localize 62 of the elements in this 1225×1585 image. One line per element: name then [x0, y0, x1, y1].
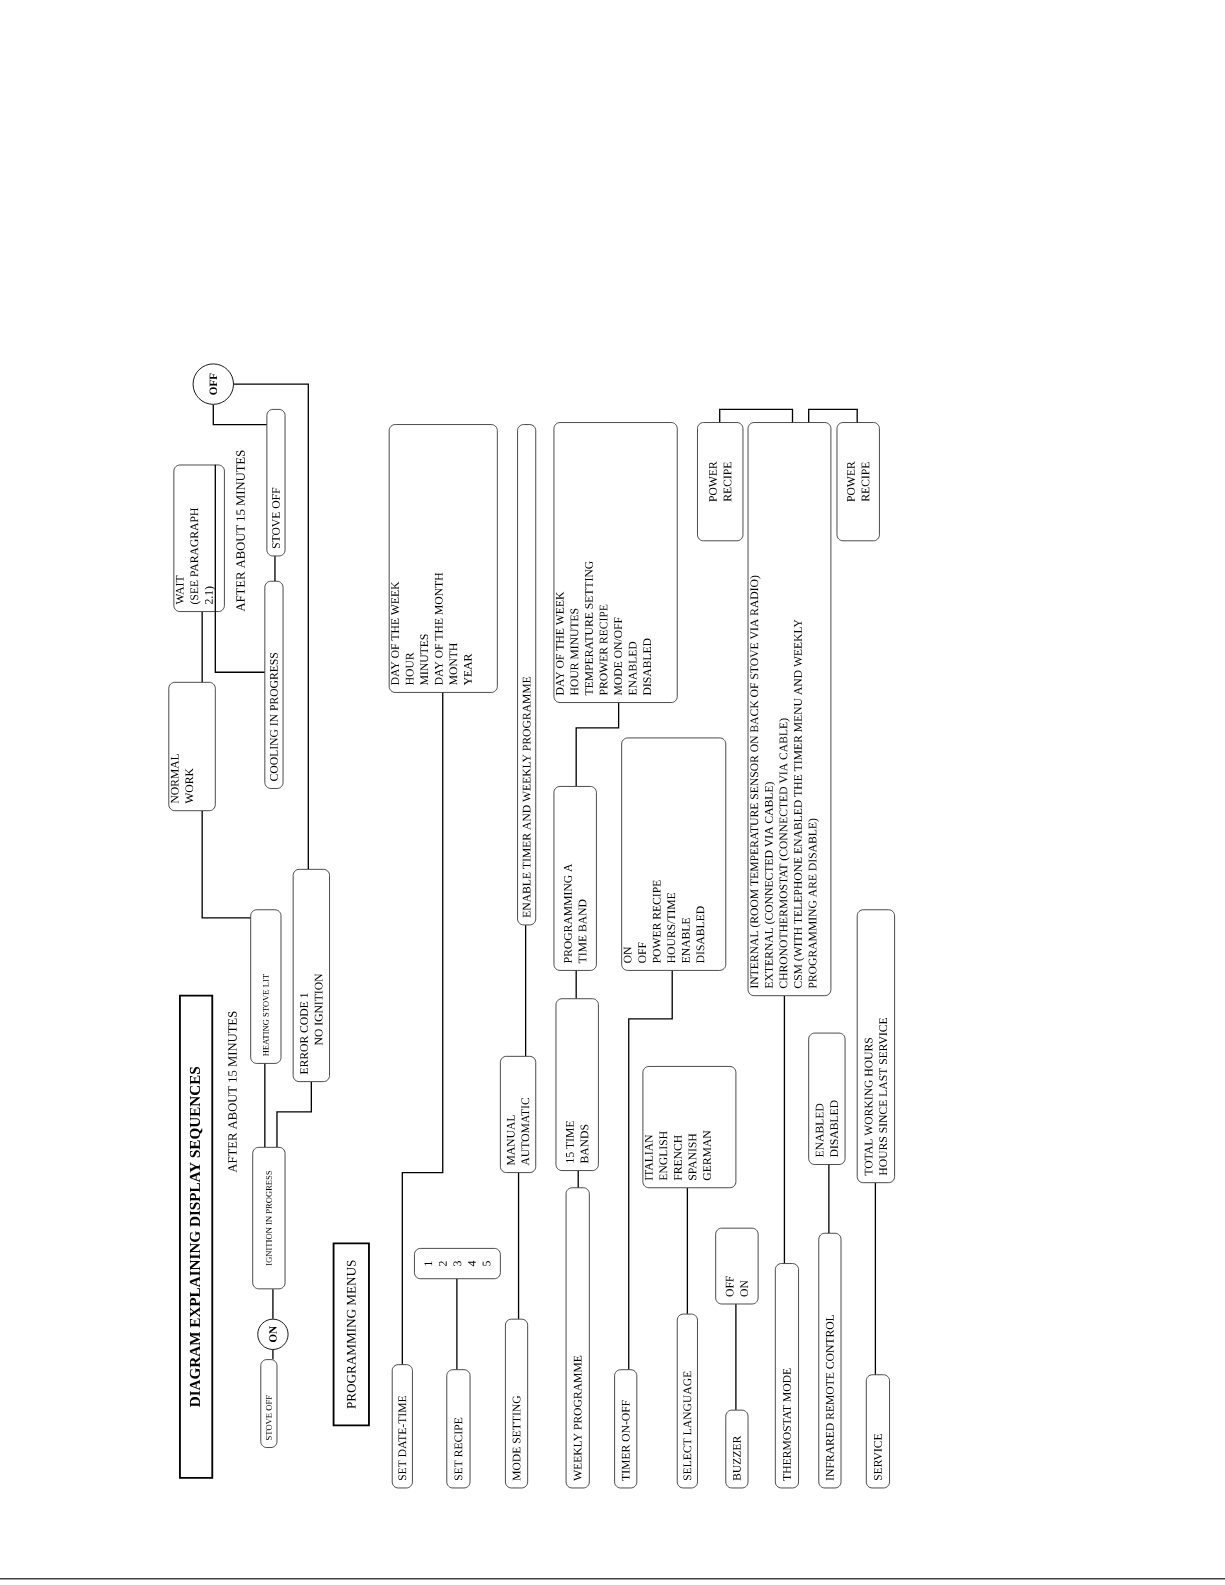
menu-box: SET DATE-TIME — [391, 1364, 413, 1489]
menu-box: POWER RECIPE — [697, 422, 744, 542]
connector-line — [577, 1170, 579, 1189]
menu-box: ERROR CODE 1 NO IGNITION — [292, 868, 330, 1082]
connector-line — [575, 970, 577, 1000]
menu-box: DAY OF THE WEEK HOUR MINUTES TEMPERATURE SETTING PROWER RECIPE MODE ON/OFF ENABLED DISABLED — [553, 422, 678, 703]
menu-box: POWER RECIPE — [836, 422, 880, 542]
heading-box: PROGRAMMING MENUS — [332, 1242, 370, 1427]
menu-box: TOTAL WORKING HOURS HOURS SINCE LAST SERVICE — [856, 909, 895, 1184]
note-text: AFTER ABOUT 15 MINUTES — [236, 450, 245, 612]
menu-box: ENABLED DISABLED — [808, 1032, 846, 1165]
connector-line — [274, 555, 276, 582]
menu-box: STOVE OFF — [260, 1359, 278, 1448]
connector-line — [628, 970, 673, 1370]
connector-line — [575, 702, 620, 787]
title-box: DIAGRAM EXPLAINING DISPLAY SEQUENCES — [178, 994, 214, 1479]
menu-box: BUZZER — [725, 1409, 749, 1489]
connector-line — [456, 1278, 458, 1370]
menu-box: NORMAL WORK — [168, 681, 216, 812]
menu-box: HEATING STOVE LIT — [250, 909, 282, 1064]
menu-box: ITALIAN ENGLISH FRENCH SPANISH GERMAN — [642, 1066, 737, 1189]
connector-line — [874, 1182, 876, 1376]
menu-box: INTERNAL (ROOM TEMPERATURE SENSOR ON BACK OF STOVE VIA RADIO) EXTERNAL (CONNECTED VIA CABLE) CHRONOTHERMOSTAT (CONNECTED VIA CABLE) CSM (WITH TELEPHONE ENABLED THE TIMER MENU AND WEEKLY PROGRAMMING ARE DISABLE) — [747, 422, 832, 997]
menu-box: WAIT (SEE PARAGRAPH 2.1) — [173, 464, 225, 612]
menu-box: PROGRAMMING A TIME BAND — [553, 786, 597, 971]
connector-line — [401, 692, 444, 1365]
connector-line — [214, 464, 266, 673]
menu-box: TIMER ON-OFF — [614, 1369, 638, 1489]
connector-line — [212, 404, 268, 426]
connector-line — [828, 1164, 830, 1234]
note-text: AFTER ABOUT 15 MINUTES — [228, 1011, 237, 1173]
menu-box: DAY OF THE WEEK HOUR MINUTES DAY OF THE MONTH MONTH YEAR — [388, 424, 498, 693]
connector-line — [735, 1303, 737, 1411]
connector-line — [272, 1288, 274, 1320]
connector-line — [233, 383, 309, 870]
menu-box: 1 2 3 4 5 — [414, 1248, 501, 1280]
menu-box: INFRARED REMOTE CONTROL — [818, 1232, 842, 1489]
connector-line — [719, 408, 794, 423]
menu-box: STOVE OFF — [266, 409, 286, 557]
menu-box: IGNITION IN PROGRESS — [252, 1146, 286, 1290]
connector-line — [201, 611, 203, 683]
connector-line — [517, 1172, 520, 1320]
menu-box: OFF ON — [715, 1227, 759, 1305]
connector-line — [524, 924, 527, 1057]
menu-box: 15 TIME BANDS — [555, 998, 599, 1171]
menu-box: WEEKLY PROGRAMME — [565, 1187, 590, 1489]
connector-line — [272, 1349, 274, 1360]
connector-line — [686, 1187, 688, 1315]
connector-line — [201, 810, 251, 919]
connector-line — [264, 1063, 266, 1148]
menu-box: SELECT LANGUAGE — [676, 1313, 698, 1489]
menu-box: MODE SETTING — [505, 1318, 528, 1489]
connector-line — [783, 995, 785, 1264]
connector-line — [276, 1081, 312, 1148]
menu-box: THERMOSTAT MODE — [774, 1263, 799, 1489]
menu-box: MANUAL AUTOMATIC — [499, 1056, 537, 1173]
menu-box: SET RECIPE — [446, 1369, 471, 1489]
menu-box: ON OFF POWER RECIPE HOURS/TIME ENABLE DISABLED — [621, 737, 727, 971]
menu-box: COOLING IN PROGRESS — [264, 580, 284, 789]
menu-box: ENABLE TIMER AND WEEKLY PROGRAMME — [517, 424, 537, 926]
menu-box: SERVICE — [865, 1374, 890, 1489]
connector-line — [807, 408, 858, 423]
